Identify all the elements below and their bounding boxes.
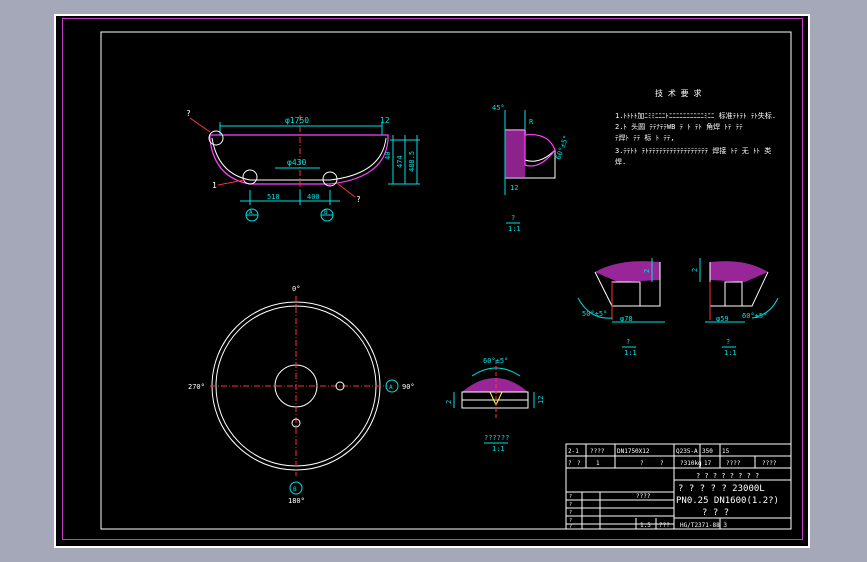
dim-510: 510 bbox=[267, 193, 280, 201]
notes-line-1: 1.ﾄﾄﾄﾄ加ﾆﾐﾐﾆﾆﾆﾄﾆﾆﾆﾆﾆﾆﾆﾆﾆﾆﾐﾆﾆ 标准ﾃﾄﾃﾄ ﾃﾄ失标. bbox=[615, 111, 776, 120]
dim-400: 400 bbox=[307, 193, 320, 201]
tb-r2-c7: 17 bbox=[704, 460, 712, 467]
detail-b-marker: B bbox=[324, 209, 328, 216]
weld-dim-angle: 60°±5° bbox=[554, 134, 570, 161]
drawing-frame bbox=[54, 14, 810, 548]
weld-label: ? bbox=[511, 214, 515, 222]
detail-a-label: ? bbox=[626, 338, 630, 346]
tb-r1-c3: DN1750X12 bbox=[617, 448, 650, 455]
title-block: 2-1 ???? DN1750X12 Q235-A 350 15 ? ? 1 ?… bbox=[565, 443, 792, 530]
tb-line3: ? ? ? bbox=[702, 508, 729, 518]
dim-diameter: φ1750 bbox=[285, 116, 309, 125]
tb-line1: ? ? ? ? ? 23000L bbox=[678, 484, 765, 494]
tb-r2-c9: ???? bbox=[762, 460, 777, 467]
detail-b-label: ? bbox=[726, 338, 730, 346]
detail-a-scale: 1:1 bbox=[624, 349, 637, 357]
dim-474: 474 bbox=[396, 155, 404, 168]
angle-180: 180° bbox=[288, 497, 305, 505]
tb-r1-c1: 2-1 bbox=[568, 448, 579, 455]
tb-code3: ??? bbox=[659, 522, 670, 529]
tb-r2-c2: ? bbox=[577, 460, 581, 467]
tb-r1-c6: 15 bbox=[722, 448, 730, 455]
notes-title: 技 术 要 求 bbox=[655, 88, 701, 98]
tb-code4: HG/T2371-88 3 bbox=[680, 522, 727, 529]
angle-0: 0° bbox=[292, 285, 300, 293]
tb-code2: 1:5 bbox=[640, 522, 651, 529]
drawing-border bbox=[62, 18, 803, 540]
notes-line-2: 2.ﾄ 头圆 ﾃﾃﾅﾃﾃWB ﾃ ﾄ ﾃﾄ 角焊 ﾄﾃ ﾃﾃ bbox=[615, 122, 743, 131]
detail-a-dia: φ78 bbox=[620, 315, 633, 323]
detail-b-dim-top: 2 bbox=[691, 268, 699, 272]
tb-r1-c4: Q235-A bbox=[676, 448, 698, 455]
leader-left: 1 bbox=[212, 181, 217, 190]
weld-bottom-scale: 1:1 bbox=[492, 445, 505, 453]
detail-a-angle: 50°±5° bbox=[582, 310, 607, 318]
tb-r2-c8: ???? bbox=[726, 460, 741, 467]
detail-b-angle: 60°±5° bbox=[742, 312, 767, 320]
angle-90: 90° bbox=[402, 383, 415, 391]
elevation-view: φ1750 12 40 474 488.5 φ430 ? 1 ? 510 400 bbox=[186, 109, 420, 222]
tb-r1-c5: 350 bbox=[702, 448, 713, 455]
tb-r2-c1: ? bbox=[568, 460, 572, 467]
tb-small-4: ? bbox=[569, 518, 572, 524]
detail-b-scale: 1:1 bbox=[724, 349, 737, 357]
tb-r2-c5: ? bbox=[660, 460, 664, 467]
tb-small-1: ? bbox=[569, 494, 572, 500]
detail-b-view: 2 60°±5° φ59 ? 1:1 bbox=[691, 258, 779, 357]
detail-a-view: 2 50°±5° φ78 ? 1:1 bbox=[577, 258, 665, 357]
detail-b-dia: φ59 bbox=[716, 315, 729, 323]
inner-border bbox=[100, 31, 792, 530]
tb-small-3: ? bbox=[569, 510, 572, 516]
marker-right: A bbox=[389, 384, 393, 391]
tb-small-5: ? bbox=[569, 524, 572, 530]
weld-scale: 1:1 bbox=[508, 225, 521, 233]
tb-small-2: ? bbox=[569, 502, 572, 508]
dim-thickness: 12 bbox=[380, 116, 390, 125]
leader-top: ? bbox=[186, 109, 191, 118]
notes-line-5: 焊. bbox=[615, 157, 626, 166]
tb-r2-c3: 1 bbox=[596, 460, 600, 467]
weld-dim-r: R bbox=[529, 118, 534, 126]
tb-r2-c4: ? bbox=[640, 460, 644, 467]
notes-line-3: ﾃ焊ﾄ ﾃﾃ 标 ﾄ ﾃﾃ, bbox=[615, 133, 675, 142]
dim-hole: φ430 bbox=[287, 158, 306, 167]
dim-40: 40 bbox=[384, 152, 392, 160]
leader-right: ? bbox=[356, 195, 361, 204]
weld-dim-12: 12 bbox=[510, 184, 518, 192]
angle-270: 270° bbox=[188, 383, 205, 391]
weld-bottom-2: 2 bbox=[445, 400, 453, 404]
weld-detail-bottom: 60°±5° 2 12 ?????? 1:1 bbox=[445, 357, 545, 453]
weld-detail-top: 45° R 60°±5° 12 ? 1:1 bbox=[492, 104, 571, 233]
notes-line-4: 3.ﾃﾃﾄﾄ ﾃﾄﾃﾃﾃﾃﾃﾃﾃﾃﾃﾃﾃﾃﾃﾃﾃﾃﾃ 焊接 ﾄﾃ 无 ﾄﾄ 类 bbox=[615, 146, 771, 155]
technical-notes: 技 术 要 求 1.ﾄﾄﾄﾄ加ﾆﾐﾐﾆﾆﾆﾄﾆﾆﾆﾆﾆﾆﾆﾆﾆﾆﾐﾆﾆ 标准ﾃﾄ… bbox=[615, 88, 776, 166]
tb-drawing-name: ? ? ? ? ? ? ? ? bbox=[696, 472, 759, 480]
weld-dim-45: 45° bbox=[492, 104, 505, 112]
weld-bottom-angle: 60°±5° bbox=[483, 357, 508, 365]
marker-bottom: B bbox=[293, 486, 297, 493]
dim-488: 488.5 bbox=[408, 151, 416, 172]
plan-view: 0° 270° A 90° B 180° bbox=[188, 285, 415, 505]
weld-bottom-12: 12 bbox=[537, 396, 545, 404]
weld-bottom-label: ?????? bbox=[484, 434, 509, 442]
tb-r2-c6: ?310kg bbox=[680, 460, 702, 467]
detail-a-dim-top: 2 bbox=[643, 269, 651, 273]
tb-line2: PN0.25 DN1600(1.2?) bbox=[676, 496, 779, 506]
tb-code1: ???? bbox=[636, 493, 651, 500]
detail-a-marker: A bbox=[249, 209, 253, 216]
tb-r1-c2: ???? bbox=[590, 448, 605, 455]
